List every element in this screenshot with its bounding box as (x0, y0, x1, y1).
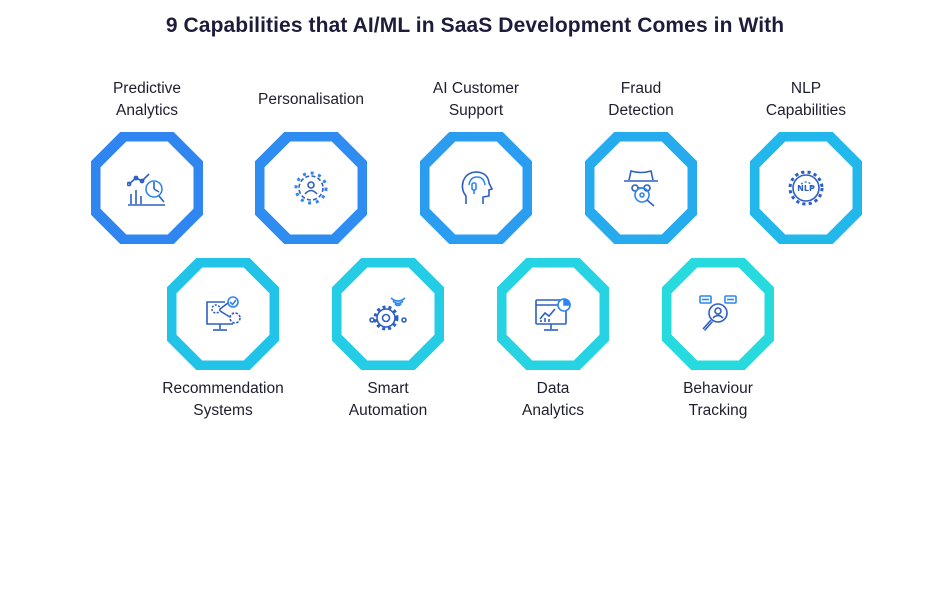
capability-behaviour-tracking: Behaviour Tracking (643, 258, 793, 598)
capability-label: Fraud Detection (566, 78, 716, 122)
label-line: Smart (367, 380, 409, 397)
capability-smart-automation: Smart Automation (313, 258, 463, 598)
capability-predictive-analytics: Predictive Analytics (72, 78, 222, 418)
monitor-charts-icon (535, 298, 571, 331)
capability-nlp-capabilities: NLP Capabilities NLP (731, 78, 881, 418)
capability-label: AI Customer Support (401, 78, 551, 122)
label-line: Automation (348, 402, 428, 419)
label-line: Analytics (521, 402, 585, 419)
label-line: Recommendation (162, 380, 284, 397)
label-line: Behaviour (683, 380, 753, 397)
person-search-chat-icon (699, 295, 737, 332)
page-title: 9 Capabilities that AI/ML in SaaS Develo… (165, 14, 785, 37)
octagon-badge (420, 132, 532, 244)
capability-label: Smart Automation (313, 378, 463, 422)
capability-data-analytics: Data Analytics (478, 258, 628, 598)
capability-personalisation: Personalisation (236, 78, 386, 418)
label-line: Support (448, 102, 504, 119)
nlp-gear-icon: NLP (788, 170, 824, 206)
gear-wireless-icon (369, 297, 407, 331)
label-line: Detection (608, 102, 674, 119)
octagon-badge (585, 132, 697, 244)
octagon-badge (255, 132, 367, 244)
capability-fraud-detection: Fraud Detection (566, 78, 716, 418)
octagon-badge (91, 132, 203, 244)
label-line: Capabilities (765, 102, 847, 119)
head-headset-icon (461, 171, 494, 204)
analytics-magnifier-icon (127, 173, 165, 206)
capability-label: Data Analytics (478, 378, 628, 422)
label-line: NLP (790, 80, 822, 97)
label-line: Systems (193, 402, 253, 419)
label-line: Personalisation (258, 91, 364, 108)
label-line: AI Customer (432, 80, 520, 97)
octagon-badge (662, 258, 774, 370)
svg-text:NLP: NLP (797, 184, 815, 193)
capability-ai-customer-support: AI Customer Support (401, 78, 551, 418)
octagon-badge (167, 258, 279, 370)
octagon-badge (332, 258, 444, 370)
capability-label: Personalisation (236, 89, 386, 111)
capability-label: Recommendation Systems (148, 378, 298, 422)
label-line: Analytics (115, 102, 179, 119)
hat-spy-magnifier-icon (624, 169, 658, 207)
label-line: Predictive (112, 80, 182, 97)
capability-label: Predictive Analytics (72, 78, 222, 122)
octagon-badge: NLP (750, 132, 862, 244)
label-line: Tracking (688, 402, 748, 419)
octagon-badge (497, 258, 609, 370)
capability-label: Behaviour Tracking (643, 378, 793, 422)
label-line: Data (536, 380, 570, 397)
gear-person-icon (294, 171, 328, 205)
monitor-gears-icon (206, 296, 241, 331)
label-line: Fraud (620, 80, 662, 97)
capability-label: NLP Capabilities (731, 78, 881, 122)
capability-recommendation-systems: Recommendation Systems (148, 258, 298, 598)
